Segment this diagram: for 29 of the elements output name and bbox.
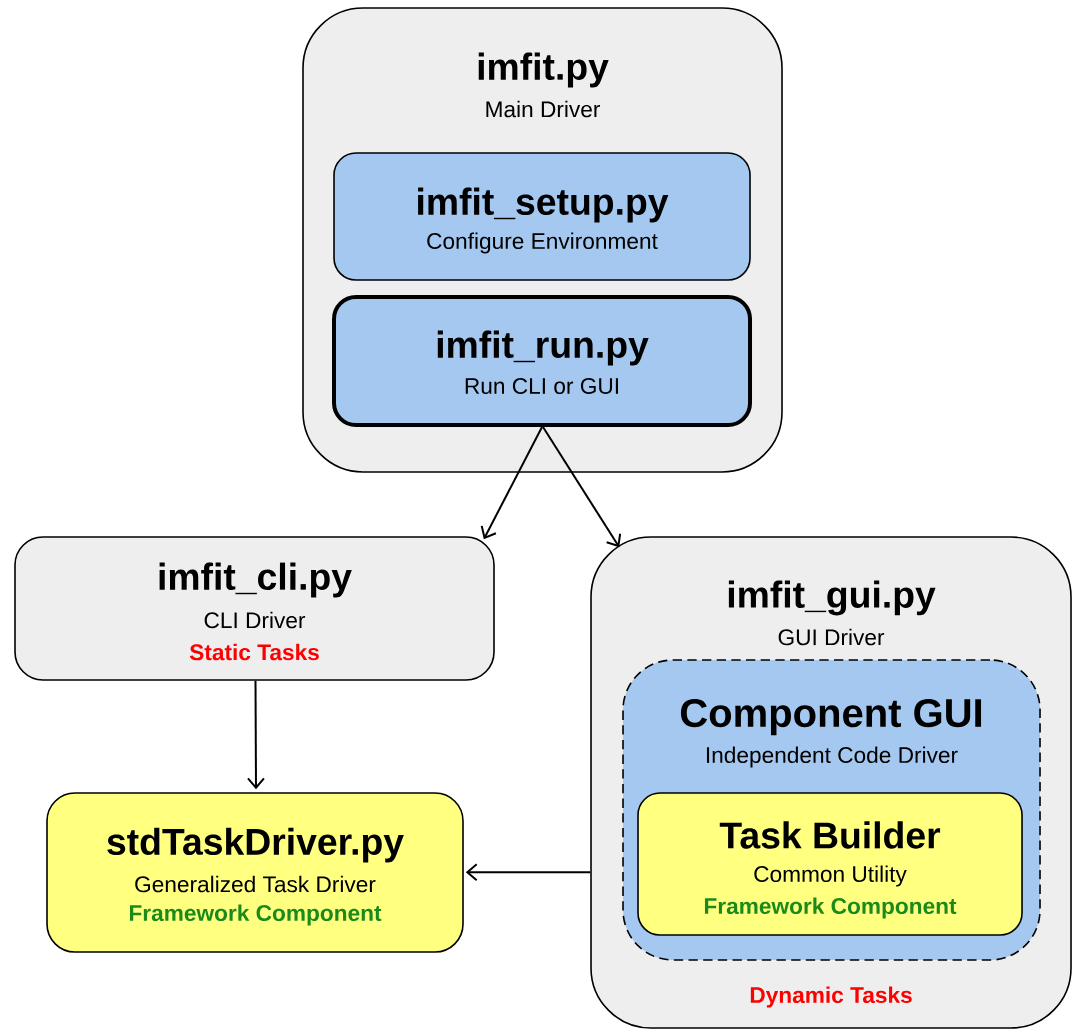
module-description: Common Utility bbox=[754, 865, 907, 887]
arrow bbox=[542, 426, 622, 548]
module-description: Independent Code Driver bbox=[706, 746, 958, 768]
task-type-label: Dynamic Tasks bbox=[750, 986, 912, 1008]
module-title: Component GUI bbox=[680, 698, 982, 736]
module-title: Task Builder bbox=[719, 821, 941, 849]
module-box bbox=[46, 792, 464, 953]
arrow bbox=[246, 679, 265, 790]
module-title: stdTaskDriver.py bbox=[107, 827, 404, 863]
arrow bbox=[480, 426, 543, 540]
module-title: imfit_gui.py bbox=[728, 580, 936, 616]
module-description: Configure Environment bbox=[427, 232, 658, 254]
module-title: imfit_setup.py bbox=[418, 187, 669, 223]
module-box bbox=[14, 536, 495, 681]
task-type-label: Framework Component bbox=[704, 897, 957, 919]
arrow bbox=[465, 863, 592, 882]
module-description: GUI Driver bbox=[778, 628, 885, 646]
module-title: imfit_cli.py bbox=[159, 562, 352, 598]
module-description: Generalized Task Driver bbox=[135, 875, 376, 893]
module-box bbox=[333, 152, 751, 281]
module-title: imfit_run.py bbox=[437, 330, 649, 366]
module-description: Main Driver bbox=[486, 100, 601, 118]
module-description: CLI Driver bbox=[204, 611, 306, 629]
module-box bbox=[332, 295, 752, 427]
module-box bbox=[637, 792, 1023, 936]
task-type-label: Static Tasks bbox=[189, 643, 319, 661]
task-type-label: Framework Component bbox=[129, 904, 382, 926]
module-title: imfit.py bbox=[478, 52, 609, 88]
module-description: Run CLI or GUI bbox=[465, 378, 618, 395]
